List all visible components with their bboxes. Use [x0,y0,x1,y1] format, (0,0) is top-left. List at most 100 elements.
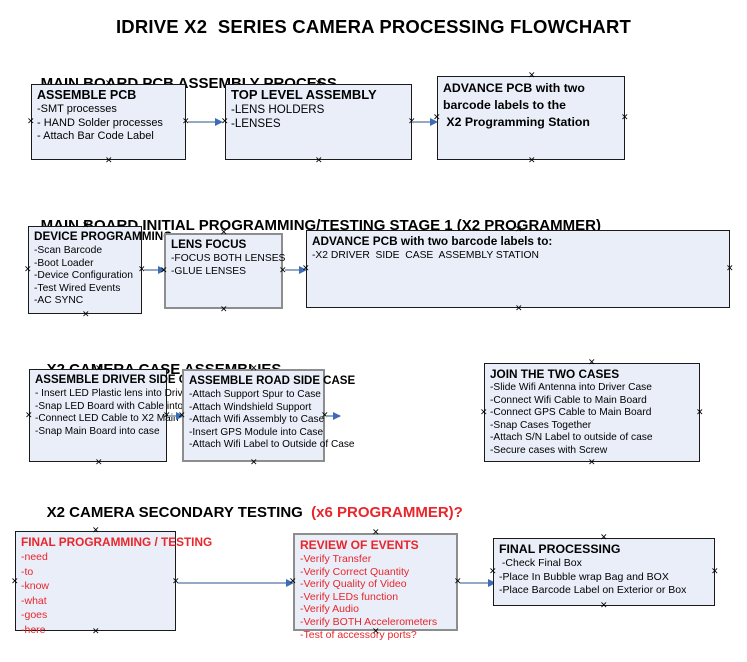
node-line: -need [21,551,48,563]
node-device-programming[interactable]: DEVICE PROGRAMMING -Scan Barcode -Boot L… [28,226,173,314]
node-line: -Connect GPS Cable to Main Board [490,407,652,419]
node-line: -Test of accessory ports? [300,628,417,641]
node-line: - Insert LED Plastic lens into Driver Ca… [35,388,218,399]
node-review-of-events[interactable]: REVIEW OF EVENTS -Verify Transfer -Verif… [293,533,458,641]
node-line: -SMT processes [37,103,117,115]
node-line: -Verify Transfer [300,553,372,565]
node-line: -here [21,623,46,636]
node-assemble-road-side-case[interactable]: ASSEMBLE ROAD SIDE CASE -Attach Support … [182,369,356,462]
node-line: -Connect Wifi Cable to Main Board [490,394,647,406]
node-line: -LENS HOLDERS [231,103,325,116]
node-body: ADVANCE PCB with two barcode labels to t… [443,80,620,131]
node-line: -Place In Bubble wrap Bag and BOX [499,570,669,583]
node-line: -Test Wired Events [34,282,121,294]
node-line: -Attach Wifi Assembly to Case [189,414,325,426]
node-line: -know [21,580,50,593]
node-line: -Check Final Box [499,557,582,569]
node-title: DEVICE PROGRAMMING [34,230,173,243]
node-line: -Snap Main Board into case [35,425,160,437]
node-title: JOIN THE TWO CASES [490,367,620,381]
node-title: ASSEMBLE PCB [37,88,137,102]
node-join-the-two-cases[interactable]: JOIN THE TWO CASES -Slide Wifi Antenna i… [484,363,700,462]
node-title: ASSEMBLE DRIVER SIDE CASE [35,374,211,386]
section-heading-accent: (x6 PROGRAMMER)? [311,504,463,521]
node-assemble-pcb[interactable]: ASSEMBLE PCB -SMT processes - HAND Solde… [31,84,186,160]
node-line: -Snap Cases Together [490,419,592,431]
node-line: X2 Programming Station [443,115,590,129]
page-title: IDRIVE X2 SERIES CAMERA PROCESSING FLOWC… [115,16,632,37]
node-body: -Verify Transfer -Verify Correct Quantit… [300,553,452,641]
connector-top-level-assembly-to-advance-pcb [412,121,434,123]
arrow-head-icon [299,265,307,274]
node-line: - HAND Solder processes [37,116,163,129]
node-line: -LENSES [231,117,281,131]
node-final-processing[interactable]: FINAL PROCESSING -Check Final Box -Place… [493,538,715,606]
section-heading-text: X2 CAMERA SECONDARY TESTING [46,504,312,521]
node-line: -Verify Correct Quantity [300,565,410,578]
node-body: - Insert LED Plastic lens into Driver Ca… [35,388,218,438]
node-line: -Device Configuration [34,270,134,282]
arrow-head-icon [286,578,294,587]
node-top-level-assembly[interactable]: TOP LEVEL ASSEMBLY -LENS HOLDERS -LENSES [225,84,412,160]
node-title: TOP LEVEL ASSEMBLY [231,87,377,102]
node-line: -Boot Loader [34,257,94,269]
node-body: -Slide Wifi Antenna into Driver Case -Co… [490,382,695,458]
node-line: -Insert GPS Module into Case [189,426,324,438]
node-title: LENS FOCUS [171,238,247,251]
arrow-head-icon [158,265,166,274]
node-line: -Attach Wifi Label to Outside of Case [189,439,355,451]
node-line: -X2 DRIVER SIDE CASE ASSEMBLY STATION [312,250,539,261]
node-advance-pcb-to-x2-programming-station[interactable]: ADVANCE PCB with two barcode labels to t… [437,76,625,160]
section-heading-x2-camera-secondary-testing: X2 CAMERA SECONDARY TESTING (x6 PROGRAMM… [30,487,463,538]
arrow-head-icon [333,411,341,420]
node-body: -FOCUS BOTH LENSES -GLUE LENSES [171,253,286,278]
connector-device-programming-to-lens-focus [144,269,162,271]
node-line: -FOCUS BOTH LENSES [171,253,286,264]
node-final-programming-testing[interactable]: FINAL PROGRAMMING / TESTING -need -to -k… [15,531,212,636]
node-line: ADVANCE PCB with two [443,81,585,95]
node-line: - Attach Bar Code Label [37,130,154,142]
node-line: barcode labels to the [443,98,566,112]
node-line: -Verify Quality of Video [300,578,407,591]
arrow-head-icon [215,117,223,126]
connector-review-of-events-to-final-processing [460,582,492,584]
node-line: -AC SYNC [34,295,84,307]
node-advance-pcb-to-driver-side-case[interactable]: ADVANCE PCB with two barcode labels to: … [306,230,730,308]
node-body: -X2 DRIVER SIDE CASE ASSEMBLY STATION [312,249,725,263]
node-line: -Verify Audio [300,603,359,616]
arrow-head-icon [430,117,438,126]
node-line: -Secure cases with Screw [490,444,608,456]
connector-driver-side-to-road-side [168,415,182,417]
node-line: -to [21,565,34,578]
node-line: -Connect LED Cable to X2 Main Board [35,413,209,425]
node-title: REVIEW OF EVENTS [300,538,419,552]
node-line: -Place Barcode Label on Exterior or Box [499,584,687,597]
node-body: -LENS HOLDERS -LENSES [231,103,407,132]
node-body: -Attach Support Spur to Case -Attach Win… [189,389,355,452]
node-line: -Scan Barcode [34,245,103,256]
arrow-head-icon [176,411,184,420]
node-line: -Attach Support Spur to Case [189,389,321,400]
node-line: -Snap LED Board with Cable into Case [35,400,210,412]
node-line: -what [21,594,47,607]
node-line: -Attach Windshield Support [189,401,312,413]
node-line: -goes [21,609,48,622]
node-title: ADVANCE PCB with two barcode labels to: [312,234,553,248]
node-assemble-driver-side-case[interactable]: ASSEMBLE DRIVER SIDE CASE - Insert LED P… [29,369,218,462]
node-line: -Verify LEDs function [300,590,399,603]
node-line: -Attach S/N Label to outside of case [490,432,653,444]
node-title: FINAL PROCESSING [499,542,621,556]
node-line: -Verify BOTH Accelerometers [300,615,438,628]
connector-lens-focus-to-advance-pcb [285,269,302,271]
node-body: -SMT processes - HAND Solder processes -… [37,103,181,144]
node-title: ASSEMBLE ROAD SIDE CASE [189,375,356,387]
node-lens-focus[interactable]: LENS FOCUS -FOCUS BOTH LENSES -GLUE LENS… [164,233,286,309]
node-body: -need -to -know -what -goes -here [21,550,171,638]
node-body: -Check Final Box -Place In Bubble wrap B… [499,557,710,598]
connector-assemble-pcb-to-top-level-assembly [188,121,216,123]
node-line: -Slide Wifi Antenna into Driver Case [490,382,652,393]
node-body: -Scan Barcode -Boot Loader -Device Confi… [34,245,137,308]
arrow-head-icon [488,578,496,587]
node-line: -GLUE LENSES [171,265,246,277]
